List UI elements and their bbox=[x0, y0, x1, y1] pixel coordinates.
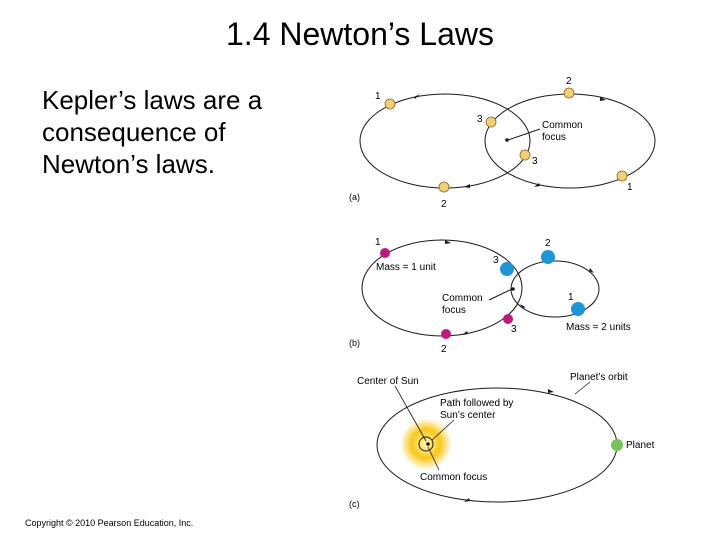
orbit-arrow bbox=[534, 183, 540, 187]
figure-a: 1 2 3 1 2 3 Common focus (a) bbox=[349, 76, 656, 210]
small-body-3 bbox=[503, 314, 513, 324]
focus-pointer bbox=[488, 288, 513, 301]
panel-label-a: (a) bbox=[349, 192, 360, 202]
large-mass-orbit bbox=[510, 260, 600, 318]
common-focus-pointer bbox=[427, 446, 440, 471]
mass-small-label: Mass = 1 unit bbox=[376, 262, 436, 273]
left-body-2 bbox=[438, 181, 450, 193]
large-body-1 bbox=[571, 302, 585, 316]
common-focus-label: focus bbox=[442, 305, 466, 316]
right-body-2 bbox=[563, 87, 575, 99]
small-body-1 bbox=[380, 248, 390, 258]
label-small-1: 1 bbox=[375, 237, 381, 248]
right-body-3 bbox=[485, 116, 497, 128]
planet-orbit-pointer bbox=[574, 381, 591, 395]
figure-c: Center of Sun Planet’s orbit Path follow… bbox=[349, 372, 655, 509]
path-followed-label: Sun’s center bbox=[440, 410, 496, 421]
center-of-sun-label: Center of Sun bbox=[357, 376, 419, 387]
orbit-arrow bbox=[520, 304, 525, 309]
focus-pointer bbox=[507, 128, 541, 141]
label-large-3: 3 bbox=[493, 255, 499, 266]
orbit-arrow bbox=[548, 389, 554, 393]
orbit-arrow bbox=[445, 240, 451, 244]
panel-label-b: (b) bbox=[349, 338, 360, 348]
orbit-arrow bbox=[589, 268, 594, 273]
label-small-2: 2 bbox=[441, 344, 447, 355]
orbit-arrow bbox=[462, 331, 468, 335]
orbit-arrow bbox=[464, 498, 470, 502]
planet-dot bbox=[611, 439, 623, 451]
slide-title: 1.4 Newton’s Laws bbox=[226, 16, 494, 52]
label-large-1: 1 bbox=[568, 292, 574, 303]
common-focus-label: Common bbox=[542, 120, 583, 131]
body-line: Newton’s laws. bbox=[42, 149, 215, 179]
body-line: consequence of bbox=[42, 117, 226, 147]
center-of-sun-pointer bbox=[394, 385, 427, 442]
right-body-1 bbox=[616, 170, 628, 182]
label-right-1: 1 bbox=[627, 182, 633, 193]
sun-center-dot bbox=[426, 442, 430, 446]
common-focus-dot bbox=[511, 287, 515, 291]
sun-glow bbox=[400, 418, 452, 470]
left-orbit bbox=[359, 93, 531, 189]
label-left-3: 3 bbox=[532, 156, 538, 167]
common-focus-dot bbox=[505, 138, 509, 142]
copyright-notice: Copyright © 2010 Pearson Education, Inc. bbox=[25, 518, 194, 528]
label-large-2: 2 bbox=[545, 238, 551, 249]
left-body-3 bbox=[519, 149, 531, 161]
path-followed-label: Path followed by bbox=[440, 398, 513, 409]
orbit-arrow bbox=[464, 184, 470, 188]
right-orbit bbox=[484, 93, 656, 189]
mass-large-label: Mass = 2 units bbox=[566, 322, 631, 333]
orbit-arrow bbox=[414, 94, 420, 99]
large-body-2 bbox=[541, 250, 555, 264]
common-focus-label: Common focus bbox=[420, 472, 487, 483]
large-body-3 bbox=[500, 262, 514, 276]
label-right-2: 2 bbox=[566, 76, 572, 87]
label-left-1: 1 bbox=[375, 91, 381, 102]
body-line: Kepler’s laws are a bbox=[42, 85, 263, 115]
figure-b: 1 2 3 1 2 3 Mass = 1 unit Mass = 2 units… bbox=[349, 237, 631, 355]
common-focus-label: Common bbox=[442, 293, 483, 304]
sun-center-path bbox=[418, 436, 434, 452]
planet-label: Planet bbox=[626, 440, 655, 451]
small-body-2 bbox=[441, 329, 451, 339]
label-left-2: 2 bbox=[441, 199, 447, 210]
body-text: Kepler’s laws are a consequence of Newto… bbox=[42, 84, 342, 180]
left-body-1 bbox=[384, 98, 396, 110]
orbit-arrow bbox=[600, 97, 606, 101]
path-pointer bbox=[431, 419, 455, 441]
common-focus-label: focus bbox=[542, 132, 566, 143]
planets-orbit-label: Planet’s orbit bbox=[570, 372, 628, 383]
label-right-3: 3 bbox=[477, 114, 483, 125]
panel-label-c: (c) bbox=[349, 499, 360, 509]
label-small-3: 3 bbox=[511, 324, 517, 335]
